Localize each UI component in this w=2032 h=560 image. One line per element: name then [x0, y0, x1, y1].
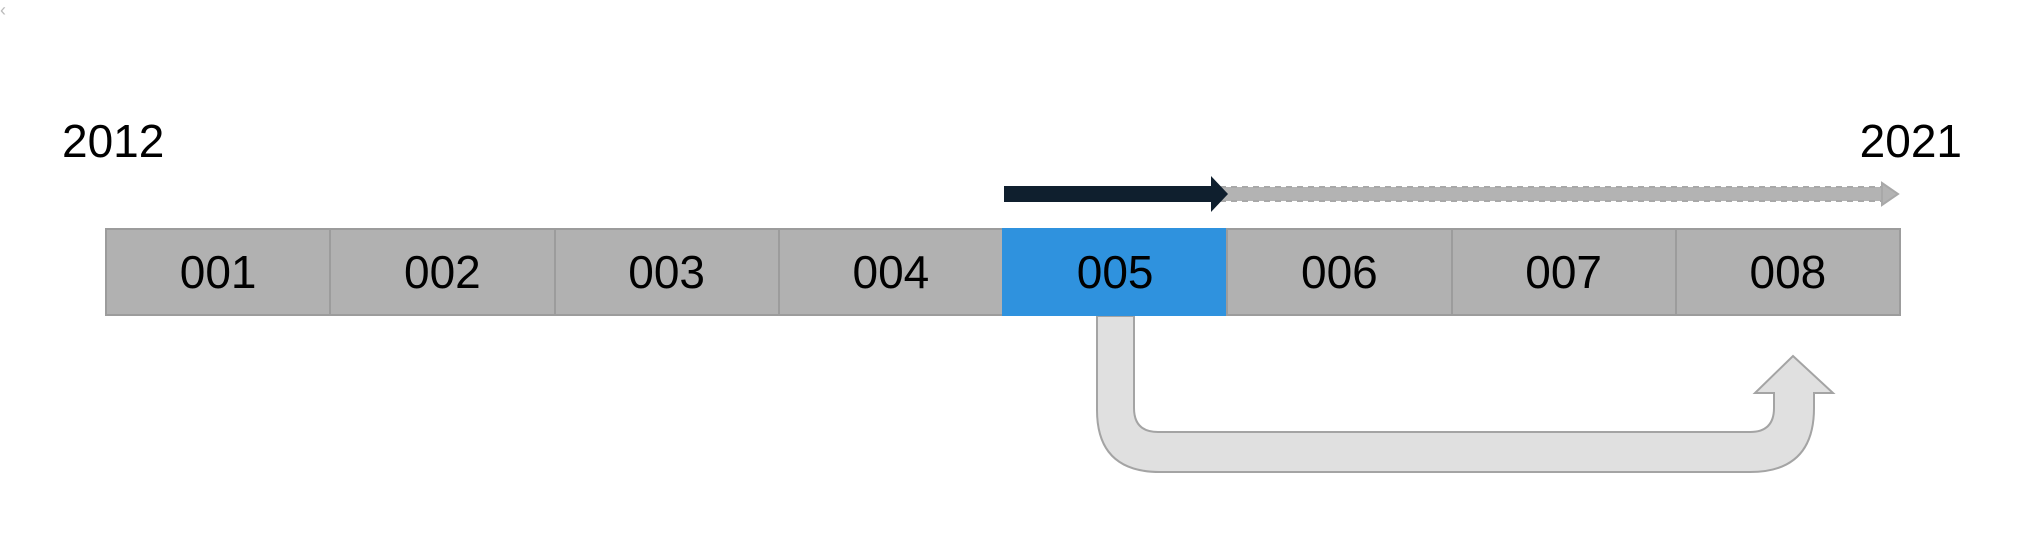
- remaining-time-arrow: [1219, 181, 1900, 207]
- timeline-cell-007: 007: [1450, 228, 1677, 316]
- start-year-label: 2012: [62, 115, 165, 167]
- timeline-cell-005: 005: [1002, 228, 1229, 316]
- timeline-cell-001: 001: [105, 228, 332, 316]
- timeline-strip: 001 002 003 004 005 006 007 008: [105, 228, 1901, 316]
- timeline-cell-008: 008: [1674, 228, 1901, 316]
- timeline-cell-006: 006: [1226, 228, 1453, 316]
- timeline-cell-002: 002: [329, 228, 556, 316]
- loop-back-arrow: [1096, 315, 1836, 473]
- edge-mark: ‹: [0, 0, 6, 20]
- timeline-cell-004: 004: [777, 228, 1004, 316]
- elapsed-time-arrow: [1004, 176, 1228, 212]
- end-year-label: 2021: [1859, 115, 1962, 167]
- timeline-cell-003: 003: [553, 228, 780, 316]
